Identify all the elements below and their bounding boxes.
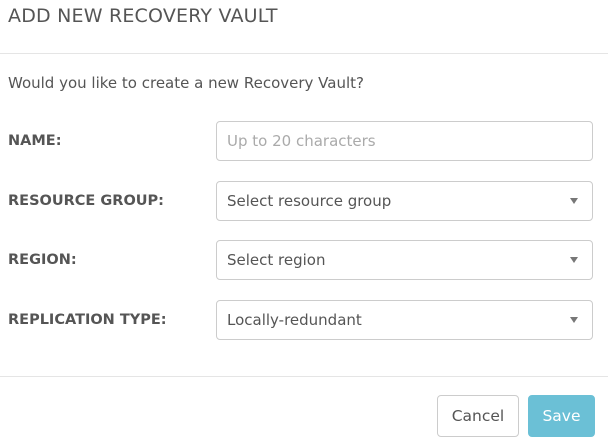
region-select[interactable]: Select region bbox=[216, 240, 593, 280]
dialog-title: ADD NEW RECOVERY VAULT bbox=[8, 5, 278, 27]
cancel-button[interactable]: Cancel bbox=[437, 395, 519, 437]
name-input[interactable] bbox=[217, 122, 592, 160]
footer-divider bbox=[0, 376, 608, 377]
region-selected: Select region bbox=[227, 251, 326, 269]
caret-down-icon bbox=[570, 257, 578, 263]
caret-down-icon bbox=[570, 198, 578, 204]
resource-group-selected: Select resource group bbox=[227, 192, 392, 210]
name-field-container bbox=[216, 121, 593, 161]
region-label: REGION: bbox=[8, 252, 77, 268]
dialog-prompt: Would you like to create a new Recovery … bbox=[8, 74, 364, 92]
dialog-header: ADD NEW RECOVERY VAULT bbox=[0, 0, 608, 54]
name-label: NAME: bbox=[8, 133, 62, 149]
resource-group-label: RESOURCE GROUP: bbox=[8, 193, 164, 209]
replication-type-selected: Locally-redundant bbox=[227, 311, 362, 329]
replication-type-select[interactable]: Locally-redundant bbox=[216, 300, 593, 340]
caret-down-icon bbox=[570, 317, 578, 323]
resource-group-select[interactable]: Select resource group bbox=[216, 181, 593, 221]
save-button[interactable]: Save bbox=[528, 395, 595, 437]
replication-type-label: REPLICATION TYPE: bbox=[8, 312, 167, 328]
